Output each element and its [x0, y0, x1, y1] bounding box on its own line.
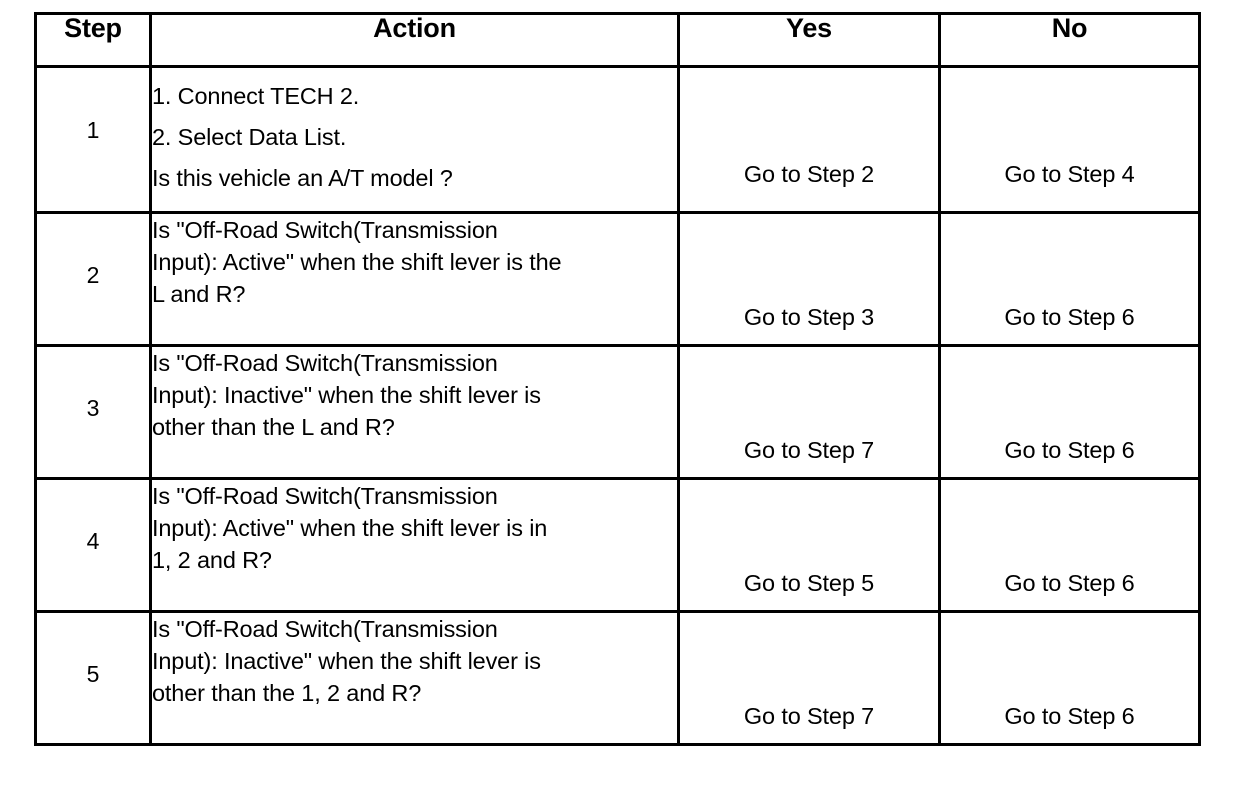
table-header-row: Step Action Yes No [34, 12, 1201, 68]
table-row: 3 Is "Off-Road Switch(Transmission Input… [34, 344, 1201, 480]
action-cell: Is "Off-Road Switch(Transmission Input):… [149, 610, 680, 746]
no-branch-cell: Go to Step 6 [938, 344, 1201, 480]
no-branch-text: Go to Step 6 [1004, 437, 1135, 463]
yes-branch-cell: Go to Step 2 [677, 65, 941, 214]
action-line: Input): Active" when the shift lever is … [152, 515, 548, 541]
column-header-action: Action [149, 12, 680, 68]
step-number-cell: 1 [34, 65, 152, 214]
no-branch-cell: Go to Step 6 [938, 477, 1201, 613]
step-number: 2 [86, 262, 100, 288]
table-header: Step Action Yes No [34, 12, 1201, 68]
column-header-yes: Yes [677, 12, 941, 68]
action-line: Input): Active" when the shift lever is … [152, 249, 562, 275]
yes-branch-text: Go to Step 3 [743, 304, 875, 330]
action-line: Input): Inactive" when the shift lever i… [152, 382, 541, 408]
action-line: other than the L and R? [152, 414, 395, 440]
no-branch-text: Go to Step 6 [1004, 570, 1135, 596]
table-body: 1 1. Connect TECH 2. 2. Select Data List… [34, 65, 1201, 746]
no-branch-cell: Go to Step 4 [938, 65, 1201, 214]
step-number-cell: 4 [34, 477, 152, 613]
action-line: Is "Off-Road Switch(Transmission [152, 616, 498, 642]
action-cell: Is "Off-Road Switch(Transmission Input):… [149, 344, 680, 480]
yes-branch-cell: Go to Step 7 [677, 610, 941, 746]
table-row: 5 Is "Off-Road Switch(Transmission Input… [34, 610, 1201, 746]
action-cell: Is "Off-Road Switch(Transmission Input):… [149, 477, 680, 613]
table-row: 4 Is "Off-Road Switch(Transmission Input… [34, 477, 1201, 613]
step-number-cell: 2 [34, 211, 152, 347]
action-cell: Is "Off-Road Switch(Transmission Input):… [149, 211, 680, 347]
action-line: Is "Off-Road Switch(Transmission [152, 483, 498, 509]
column-header-no: No [938, 12, 1201, 68]
action-cell: 1. Connect TECH 2. 2. Select Data List. … [149, 65, 680, 214]
step-number: 5 [86, 661, 100, 687]
table-row: 2 Is "Off-Road Switch(Transmission Input… [34, 211, 1201, 347]
action-line: Is this vehicle an A/T model ? [152, 165, 453, 191]
action-line: 1. Connect TECH 2. [152, 83, 360, 109]
yes-branch-cell: Go to Step 5 [677, 477, 941, 613]
no-branch-text: Go to Step 6 [1004, 703, 1135, 729]
column-header-step: Step [34, 12, 152, 68]
yes-branch-cell: Go to Step 7 [677, 344, 941, 480]
action-line: Is "Off-Road Switch(Transmission [152, 350, 498, 376]
yes-branch-cell: Go to Step 3 [677, 211, 941, 347]
yes-branch-text: Go to Step 5 [743, 570, 875, 596]
table-row: 1 1. Connect TECH 2. 2. Select Data List… [34, 65, 1201, 214]
step-number: 4 [86, 528, 100, 554]
no-branch-text: Go to Step 4 [1004, 161, 1135, 187]
action-line: 2. Select Data List. [152, 124, 347, 150]
no-branch-cell: Go to Step 6 [938, 610, 1201, 746]
yes-branch-text: Go to Step 7 [743, 437, 875, 463]
action-line: Is "Off-Road Switch(Transmission [152, 217, 498, 243]
action-line: L and R? [152, 281, 246, 307]
diagnostic-step-table: Step Action Yes No 1 1. Connect TECH 2. … [34, 12, 1201, 746]
step-number-cell: 5 [34, 610, 152, 746]
step-number: 1 [86, 117, 100, 143]
action-line: 1, 2 and R? [152, 547, 272, 573]
step-number: 3 [86, 395, 100, 421]
yes-branch-text: Go to Step 7 [743, 703, 875, 729]
no-branch-cell: Go to Step 6 [938, 211, 1201, 347]
no-branch-text: Go to Step 6 [1004, 304, 1135, 330]
yes-branch-text: Go to Step 2 [743, 161, 875, 187]
action-line: other than the 1, 2 and R? [152, 680, 422, 706]
step-number-cell: 3 [34, 344, 152, 480]
action-line: Input): Inactive" when the shift lever i… [152, 648, 541, 674]
